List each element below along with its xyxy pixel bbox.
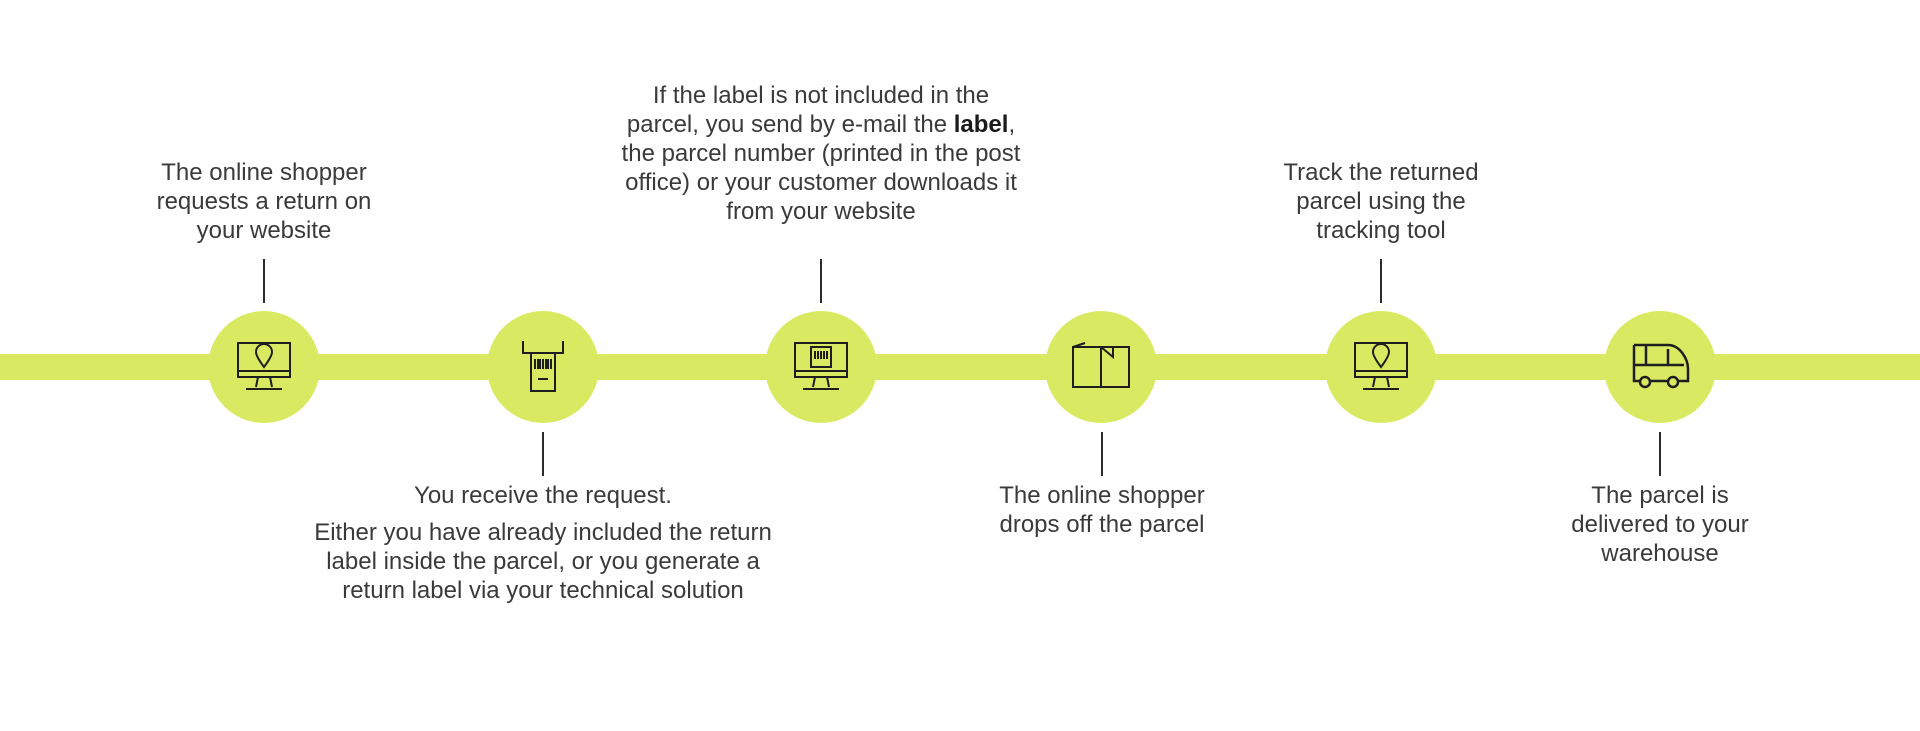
step4-caption: The online shopper drops off the parcel: [987, 481, 1217, 539]
step2-line2: Either you have already included the ret…: [314, 519, 772, 604]
step1-connector: [263, 259, 265, 303]
step4-node: [1045, 311, 1157, 423]
step5-text: Track the returned parcel using the trac…: [1283, 159, 1479, 244]
step2-caption: You receive the request. Either you have…: [303, 481, 783, 605]
timeline-band: [0, 354, 1920, 380]
monitor-location-icon: [237, 342, 291, 390]
step4-connector: [1101, 432, 1103, 476]
step2-connector: [542, 432, 544, 476]
label-printer-icon: [522, 341, 564, 392]
step6-text: The parcel is delivered to your warehous…: [1571, 482, 1749, 567]
monitor-location-icon: [1354, 342, 1408, 390]
step4-text: The online shopper drops off the parcel: [999, 482, 1205, 538]
step5-caption: Track the returned parcel using the trac…: [1256, 158, 1506, 245]
open-box-icon: [1072, 342, 1130, 388]
step2-node: [487, 311, 599, 423]
step3-connector: [820, 259, 822, 303]
step5-node: [1325, 311, 1437, 423]
step3-caption: If the label is not included in the parc…: [621, 81, 1021, 226]
step5-connector: [1380, 259, 1382, 303]
step6-connector: [1659, 432, 1661, 476]
step3-node: [765, 311, 877, 423]
step6-caption: The parcel is delivered to your warehous…: [1545, 481, 1775, 568]
step1-caption: The online shopper requests a return on …: [134, 158, 394, 245]
step6-node: [1604, 311, 1716, 423]
step2-line1: You receive the request.: [414, 482, 672, 509]
step1-node: [208, 311, 320, 423]
delivery-van-icon: [1632, 343, 1690, 389]
step1-text: The online shopper requests a return on …: [156, 159, 372, 244]
step3-text-bold: label: [953, 111, 1009, 138]
step3-text-before: If the label is not included in the parc…: [626, 82, 990, 138]
step3-text-after: , the parcel number (printed in the post…: [621, 111, 1021, 225]
monitor-barcode-icon: [794, 342, 848, 390]
